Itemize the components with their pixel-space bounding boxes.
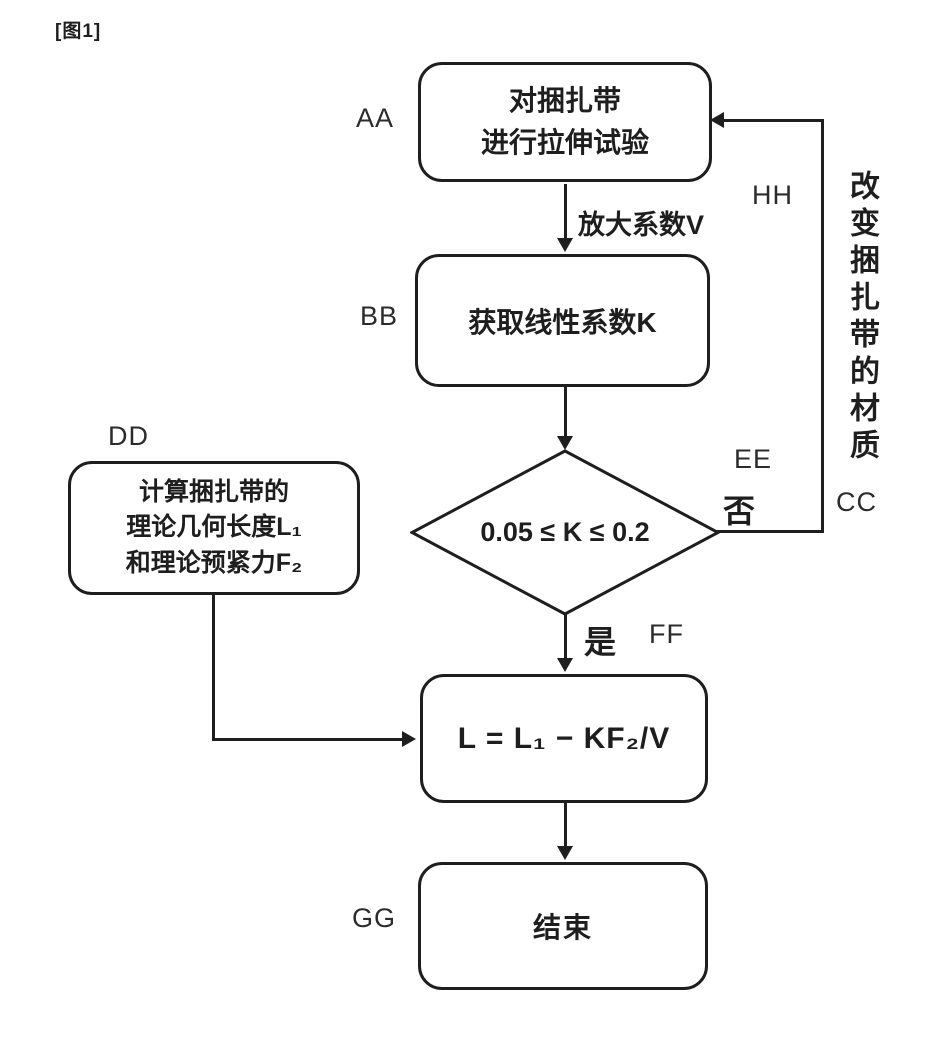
step-aa-tensile-test-box: 对捆扎带 进行拉伸试验 — [418, 62, 712, 182]
ref-ee: EE — [734, 444, 773, 474]
step-dd-line2: 理论几何长度L₁ — [126, 513, 302, 542]
arrow-formula-end-line — [564, 802, 567, 848]
formula-text: L = L₁ − KF₂/V — [457, 721, 671, 755]
ref-ff: FF — [649, 619, 684, 649]
feedback-right-line — [821, 119, 824, 533]
ref-aa: AA — [356, 103, 395, 133]
ref-gg: GG — [352, 903, 397, 933]
ref-cc: CC — [836, 487, 877, 517]
ref-hh: HH — [752, 180, 793, 210]
arrow-decision-formula-head — [557, 658, 573, 672]
step-aa-line1: 对捆扎带 — [508, 85, 621, 116]
step-aa-line2: 进行拉伸试验 — [480, 127, 649, 158]
figure-label: [图1] — [55, 21, 102, 42]
arrow-bb-decision-head — [557, 436, 573, 450]
step-dd-theoretical-values-box: 计算捆扎带的 理论几何长度L₁ 和理论预紧力F₂ — [68, 461, 360, 595]
gain-coefficient-label: 放大系数V — [578, 210, 705, 240]
dd-connector-vertical-line — [212, 594, 215, 741]
arrow-aa-bb-line — [564, 184, 567, 242]
arrow-decision-formula-line — [564, 613, 567, 660]
formula-box: L = L₁ − KF₂/V — [420, 674, 708, 803]
ref-bb: BB — [360, 301, 399, 331]
step-bb-text: 获取线性系数K — [468, 306, 657, 338]
decision-condition-text: 0.05 ≤ K ≤ 0.2 — [480, 517, 650, 547]
decision-diamond: 0.05 ≤ K ≤ 0.2 — [410, 449, 720, 616]
step-dd-line3: 和理论预紧力F₂ — [125, 548, 303, 577]
dd-connector-horizontal-line — [212, 738, 404, 741]
step-dd-line1: 计算捆扎带的 — [138, 477, 289, 506]
end-text: 结束 — [532, 912, 593, 943]
feedback-top-line — [722, 119, 824, 122]
dd-connector-arrow-head — [402, 731, 416, 747]
step-bb-linear-coefficient-box: 获取线性系数K — [415, 254, 710, 387]
arrow-aa-bb-head — [557, 238, 573, 252]
ref-dd: DD — [108, 421, 149, 451]
feedback-arrow-head — [710, 112, 724, 128]
no-branch-label: 否 — [723, 493, 756, 529]
yes-branch-label: 是 — [584, 624, 617, 660]
arrow-formula-end-head — [557, 846, 573, 860]
end-box: 结束 — [418, 862, 708, 990]
arrow-bb-decision-line — [564, 387, 567, 438]
material-change-vertical-text: 改变捆扎带的材质 — [845, 170, 878, 466]
feedback-bottom-line — [716, 530, 824, 533]
